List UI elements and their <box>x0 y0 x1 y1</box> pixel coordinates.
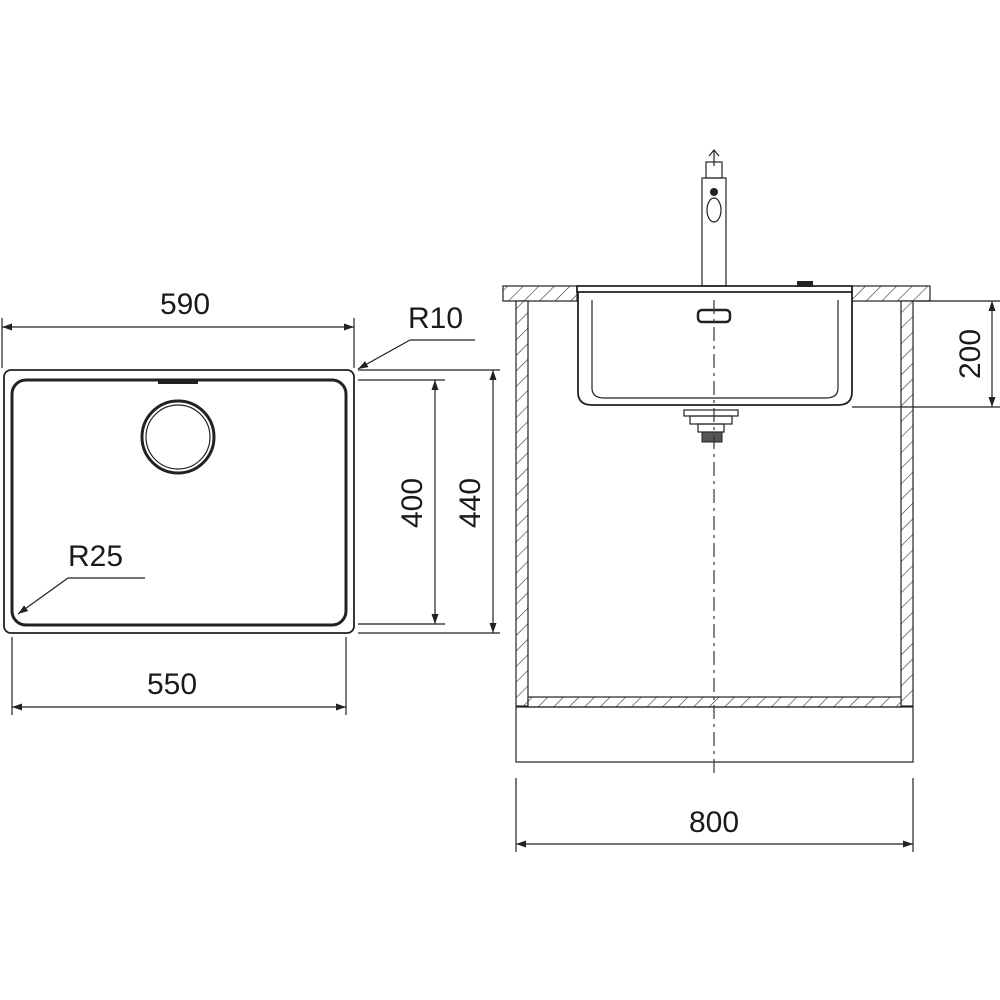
dimension-590: 590 <box>160 288 210 321</box>
dimension-440: 440 <box>454 478 487 528</box>
radius-r25: R25 <box>68 540 123 573</box>
sink-bowl-outline <box>10 378 348 627</box>
faucet <box>701 149 813 287</box>
worktop-right <box>851 285 931 302</box>
cabinet-left-wall <box>515 300 529 707</box>
plan-view: 590 R10 R25 400 440 550 <box>1 288 500 715</box>
drain-waste <box>701 431 723 443</box>
sink-outer-outline <box>3 369 355 634</box>
drain-outlet-inner <box>145 404 211 470</box>
dimension-550: 550 <box>147 668 197 701</box>
drain-outlet <box>140 399 216 475</box>
section-view: 200 800 <box>502 149 1000 852</box>
radius-r10: R10 <box>408 302 463 335</box>
cabinet-right-wall <box>900 300 914 707</box>
dimension-200: 200 <box>954 329 987 379</box>
worktop-left <box>502 285 578 302</box>
dimension-400: 400 <box>396 478 429 528</box>
dimension-800: 800 <box>689 806 739 839</box>
